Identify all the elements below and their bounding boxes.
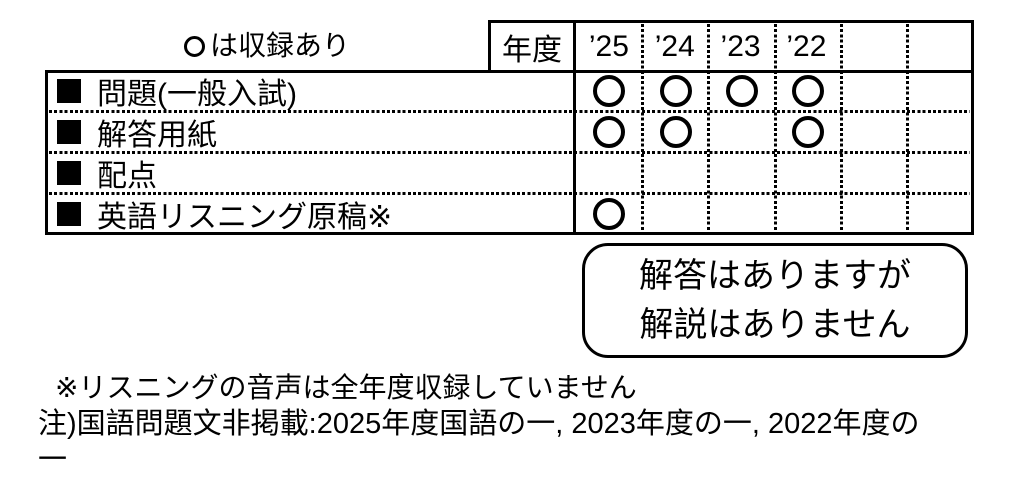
- black-square-bullet-icon: [57, 119, 81, 144]
- note-listening-audio: ※リスニングの音声は全年度収録していません: [55, 372, 637, 403]
- note-kokugo-line1: 注)国語問題文非掲載:2025年度国語の一, 2023年度の一, 2022年度の: [38, 408, 920, 440]
- year-column-header: ’22: [786, 29, 827, 63]
- included-circle-icon: [659, 115, 692, 148]
- column-dotted-divider: [906, 24, 910, 231]
- included-circle-icon: [725, 74, 758, 107]
- legend: は収録あり: [184, 28, 350, 64]
- year-header-cell: 年度: [488, 20, 576, 70]
- availability-table: 年度 ’25 ’24 ’23 ’22 問題(一般入試) 解答用紙配点英語リスニング原稿※: [45, 20, 974, 235]
- year-header-label: 年度: [502, 33, 562, 67]
- included-circle-icon: [659, 74, 692, 107]
- row-dotted-divider: [49, 109, 970, 113]
- year-column-header-empty: [905, 23, 971, 70]
- bubble-line2: 解説はありません: [639, 305, 911, 344]
- row-dotted-divider: [49, 192, 970, 196]
- row-dotted-divider: [49, 151, 970, 154]
- column-dotted-divider: [839, 24, 843, 231]
- note-kokugo-line2: 一: [38, 444, 68, 476]
- column-dotted-divider: [640, 24, 644, 231]
- black-square-bullet-icon: [57, 161, 81, 186]
- year-column-header: ’23: [720, 29, 761, 63]
- year-column-header: ’25: [588, 29, 629, 63]
- included-circle-icon: [792, 115, 825, 148]
- black-square-bullet-icon: [57, 202, 81, 227]
- column-dotted-divider: [707, 24, 711, 231]
- row-label-text: 配点: [97, 160, 157, 194]
- row-label: 解答用紙: [57, 111, 217, 152]
- bubble-line1: 解答はありますが: [639, 256, 911, 295]
- circle-icon: [184, 35, 205, 57]
- included-circle-icon: [593, 198, 626, 231]
- speech-bubble: 解答はありますが 解説はありません: [582, 243, 968, 358]
- row-label-text: 英語リスニング原稿※: [97, 201, 393, 235]
- black-square-bullet-icon: [57, 78, 81, 103]
- included-circle-icon: [792, 74, 825, 107]
- row-label-text: 問題(一般入試): [97, 77, 297, 111]
- row-label: 配点: [57, 153, 157, 194]
- row-label: 問題(一般入試): [57, 70, 297, 111]
- included-circle-icon: [593, 115, 626, 148]
- row-label: 英語リスニング原稿※: [57, 194, 392, 235]
- column-dotted-divider: [773, 24, 777, 231]
- legend-text: は収録あり: [210, 30, 351, 61]
- year-column-header-empty: [839, 23, 905, 70]
- year-column-header: ’24: [654, 29, 695, 63]
- year-columns: ’25 ’24 ’23 ’22: [576, 20, 974, 70]
- included-circle-icon: [593, 74, 626, 107]
- table-body: [45, 70, 974, 235]
- row-label-text: 解答用紙: [97, 118, 217, 152]
